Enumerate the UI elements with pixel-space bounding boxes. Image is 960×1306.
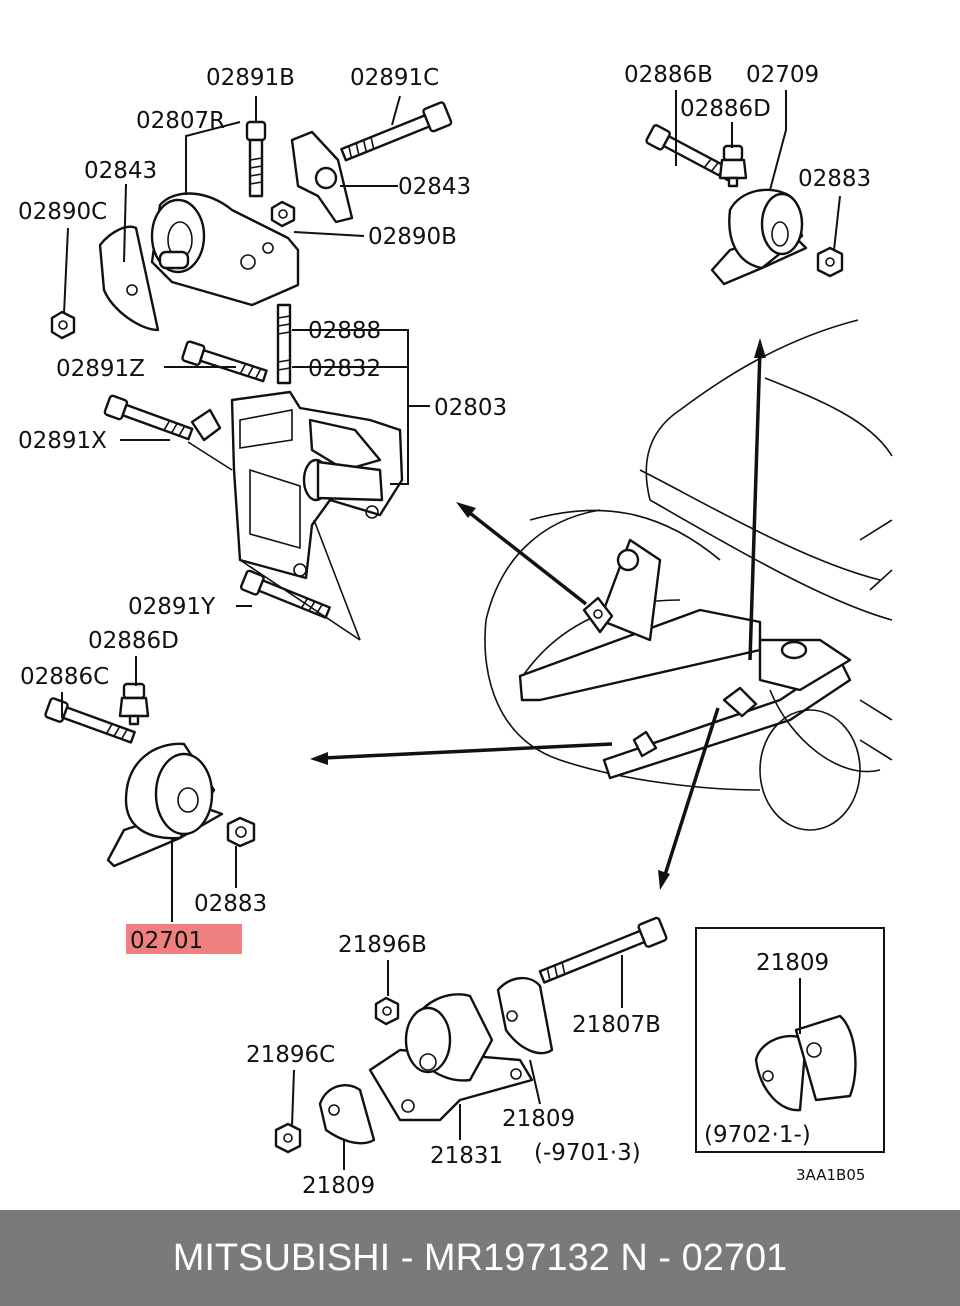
label-02888: 02888 [308,318,381,344]
callout-arrows [310,338,766,890]
label-02803: 02803 [434,395,507,421]
variant-box [695,927,885,1153]
label-range-old: (-9701·3) [534,1140,641,1166]
label-02886b: 02886B [624,62,713,88]
mount-02803 [103,303,430,641]
callout-labels: 02891B 02891C 02807R 02843 02843 02890C … [18,62,871,1199]
mount-21831 [274,916,885,1170]
label-21831: 21831 [430,1143,503,1169]
label-diagram-code: 3AA1B05 [796,1166,865,1184]
label-02886c: 02886C [20,664,109,690]
label-02891x: 02891X [18,428,107,454]
label-02890c: 02890C [18,199,107,225]
label-02890b: 02890B [368,224,457,250]
mount-02807r [50,95,453,340]
label-02891z: 02891Z [56,356,145,382]
label-02843-left: 02843 [84,158,157,184]
label-02832: 02832 [308,356,381,382]
label-02807r: 02807R [136,108,225,134]
mount-02709 [645,90,844,286]
highlight-box [126,924,242,954]
label-21896c: 21896C [246,1042,335,1068]
parts-diagram: 02891B 02891C 02807R 02843 02843 02890C … [18,62,893,1199]
label-02701: 02701 [130,928,203,954]
label-02886d: 02886D [88,628,179,654]
label-21896b: 21896B [338,932,427,958]
label-02843-right: 02843 [398,174,471,200]
label-21809-left: 21809 [302,1173,375,1199]
label-02709: 02709 [746,62,819,88]
label-02891b: 02891B [206,65,295,91]
diagram-svg: 02891B 02891C 02807R 02843 02843 02890C … [18,62,893,1199]
vehicle-engine-bay [484,319,893,831]
footer-bar: MITSUBISHI - MR197132 N - 02701 [0,1210,960,1306]
label-02891y: 02891Y [128,594,216,620]
label-range-new: (9702·1-) [704,1122,811,1148]
label-02883-top: 02883 [798,166,871,192]
label-21809-right: 21809 [502,1106,575,1132]
mount-02701 [44,656,256,954]
label-21807b: 21807B [572,1012,661,1038]
footer-part-number: MITSUBISHI - MR197132 N - 02701 [172,1237,788,1279]
label-02886d-top: 02886D [680,96,771,122]
label-21809-box: 21809 [756,950,829,976]
label-02891c: 02891C [350,65,439,91]
label-02883: 02883 [194,891,267,917]
